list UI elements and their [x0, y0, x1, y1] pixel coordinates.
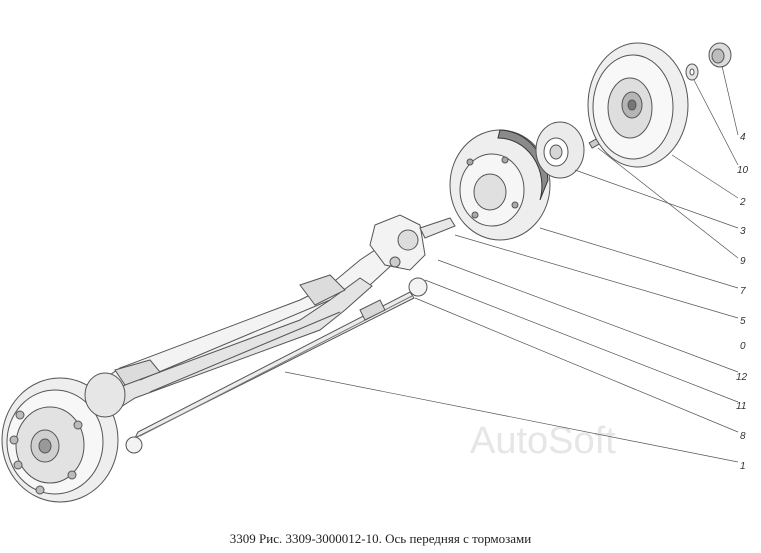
callout-8: 8 [740, 431, 746, 442]
brake-backing-plate [449, 129, 551, 241]
callout-5: 5 [740, 316, 746, 327]
callout-10: 10 [737, 165, 749, 176]
callout-11: 11 [736, 401, 747, 412]
callout-4: 4 [740, 132, 746, 143]
leader-lines [284, 65, 739, 463]
left-brake-drum [1, 359, 161, 503]
hub-cap [708, 42, 732, 68]
watermark-text: AutoSoft [470, 420, 616, 462]
callout-2: 2 [740, 197, 746, 208]
callout-7: 7 [740, 286, 746, 297]
tie-rod [125, 277, 428, 454]
callout-12: 12 [736, 372, 748, 383]
right-steering-knuckle [369, 214, 456, 271]
wheel-hub [535, 121, 585, 179]
axle-beam [94, 239, 406, 416]
right-brake-drum [587, 42, 689, 168]
callout-0: 0 [740, 341, 746, 352]
washer [685, 63, 699, 81]
callout-3: 3 [740, 226, 746, 237]
figure-caption: 3309 Рис. 3309-3000012-10. Ось передняя … [229, 531, 532, 546]
callout-9: 9 [740, 256, 746, 267]
callout-1: 1 [740, 461, 746, 472]
